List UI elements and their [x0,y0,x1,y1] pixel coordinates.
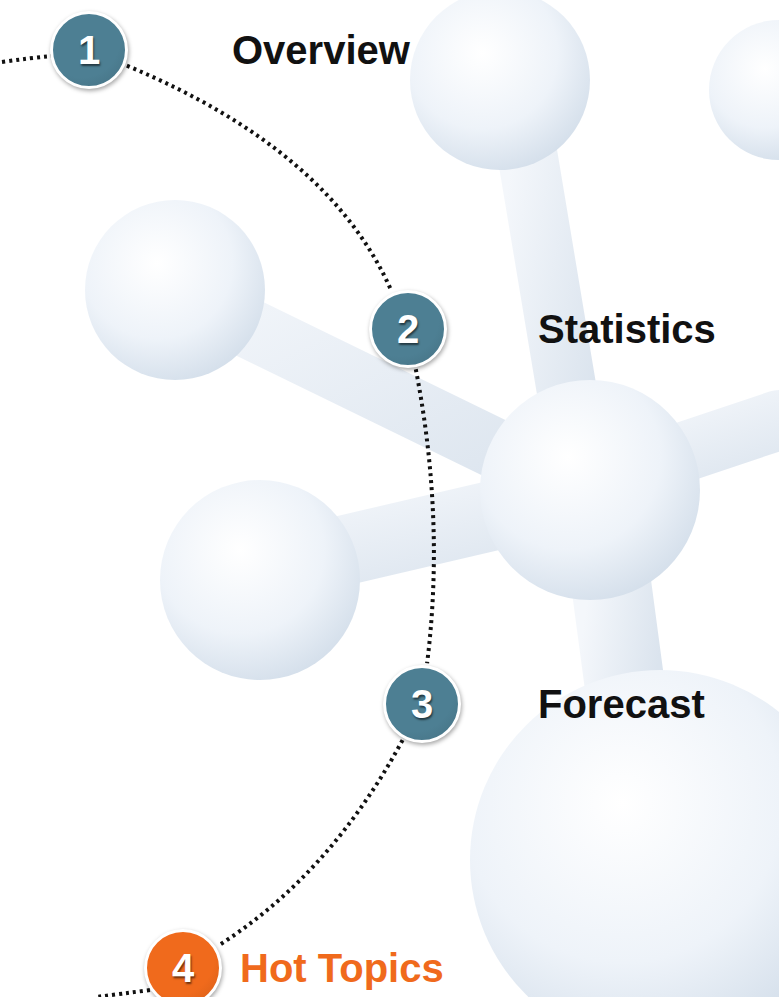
dotted-connector [127,66,392,292]
dotted-lead-in [2,56,52,62]
dotted-connector [416,369,434,663]
step-circle: 1 [50,11,128,89]
step-title: Forecast [538,682,705,726]
step-title: Overview [232,28,410,72]
step-circle: 4 [144,929,222,997]
step-circle: 2 [369,290,447,368]
agenda-item: 2Statistics [369,290,447,368]
step-circle: 3 [383,665,461,743]
step-number: 1 [78,30,100,70]
step-number: 2 [397,309,419,349]
step-title: Hot Topics [240,946,444,990]
step-number: 4 [172,948,194,988]
dotted-lead-out [96,990,150,997]
step-title: Statistics [538,307,716,351]
step-number: 3 [411,684,433,724]
agenda-item: 1Overview [50,11,128,89]
dotted-connector [218,740,403,946]
agenda-item: 4Hot Topics [144,929,222,997]
agenda-item: 3Forecast [383,665,461,743]
